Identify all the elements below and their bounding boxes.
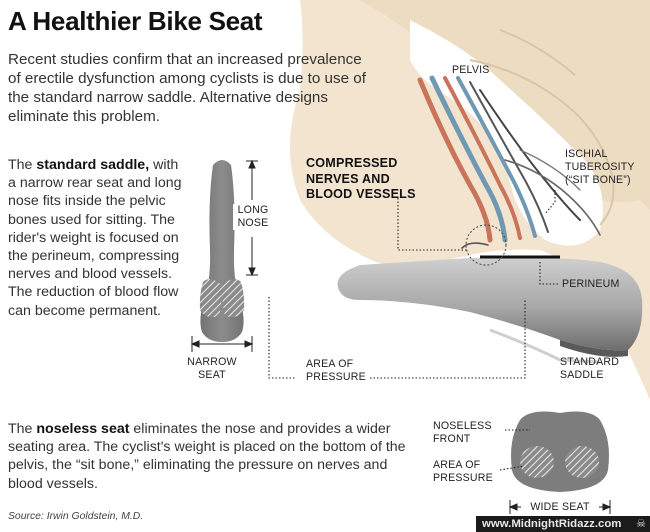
narrow-seat-label: NARROW SEAT — [186, 356, 238, 382]
long-nose-label-line2: NOSE — [237, 217, 269, 229]
noseless-saddle-top-view — [511, 411, 609, 492]
skull-icon: ☠ — [636, 518, 646, 530]
standard-saddle-illustration — [337, 255, 643, 364]
noseless-seat-bold: noseless seat — [36, 421, 130, 437]
compressed-nerves-label-line3: BLOOD VESSELS — [306, 187, 416, 201]
standard-saddle-description: The standard saddle, with a narrow rear … — [8, 156, 188, 320]
watermark: www.MidnightRidazz.com ☠ — [476, 516, 650, 532]
leader-lines — [268, 190, 558, 471]
standard-saddle-label-line1: STANDARD — [560, 356, 620, 368]
narrow-saddle-top-view — [199, 160, 245, 342]
area-of-pressure-noseless-line1: AREA OF — [433, 459, 481, 471]
noseless-front-label-line1: NOSELESS — [433, 420, 492, 432]
nerves-and-blood-vessels — [417, 75, 601, 249]
wide-seat-label: WIDE SEAT — [521, 501, 599, 514]
long-nose-label-line1: LONG — [237, 204, 269, 216]
page-title: A Healthier Bike Seat — [8, 6, 263, 36]
noseless-seat-rest: eliminates the nose and provides a wider… — [8, 421, 406, 492]
area-of-pressure-noseless-label: AREA OF PRESSURE — [433, 459, 493, 485]
intro-paragraph: Recent studies confirm that an increased… — [8, 51, 366, 125]
noseless-front-label: NOSELESS FRONT — [433, 420, 492, 446]
source-credit: Source: Irwin Goldstein, M.D. — [8, 511, 144, 522]
ischial-label-line1: ISCHIAL — [565, 148, 608, 160]
area-of-pressure-label-line2: PRESSURE — [306, 371, 366, 383]
watermark-text: www.MidnightRidazz.com — [482, 518, 622, 530]
area-of-pressure-label: AREA OF PRESSURE — [306, 358, 366, 384]
long-nose-label: LONG NOSE — [233, 204, 273, 230]
ischial-label-line3: (“SIT BONE”) — [565, 174, 631, 186]
narrow-seat-label-line1: NARROW — [187, 356, 237, 368]
dimension-lines — [190, 159, 612, 514]
compression-circle — [465, 224, 507, 266]
narrow-seat-label-line2: SEAT — [198, 369, 226, 381]
ischial-tuberosity-label: ISCHIAL TUBEROSITY (“SIT BONE”) — [565, 148, 635, 187]
standard-saddle-lead: The — [8, 157, 37, 173]
ischial-label-line2: TUBEROSITY — [565, 161, 635, 173]
standard-saddle-label-line2: SADDLE — [560, 369, 604, 381]
standard-saddle-rest: with a narrow rear seat and long nose fi… — [8, 157, 182, 319]
compressed-nerves-label-line2: NERVES AND — [306, 171, 390, 186]
perineum-label: PERINEUM — [562, 278, 620, 290]
compressed-nerves-label: COMPRESSED NERVES AND BLOOD VESSELS — [306, 156, 416, 203]
noseless-seat-description: The noseless seat eliminates the nose an… — [8, 420, 408, 493]
pelvis-label: PELVIS — [452, 64, 490, 76]
area-of-pressure-noseless-line2: PRESSURE — [433, 472, 493, 484]
area-of-pressure-label-line1: AREA OF — [306, 358, 354, 370]
standard-saddle-bold: standard saddle, — [36, 157, 150, 173]
noseless-seat-lead: The — [8, 421, 37, 437]
standard-saddle-label: STANDARD SADDLE — [560, 356, 619, 382]
compressed-nerves-label-line1: COMPRESSED — [306, 156, 398, 170]
noseless-front-label-line2: FRONT — [433, 433, 471, 445]
